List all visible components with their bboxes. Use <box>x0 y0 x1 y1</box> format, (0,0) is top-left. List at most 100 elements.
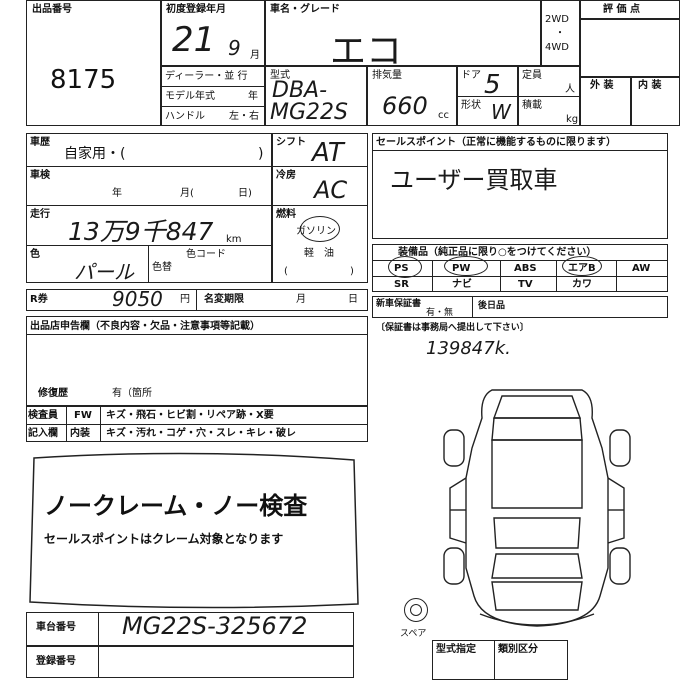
year-unit: 年 <box>248 91 258 102</box>
recycle-value: 9050 <box>112 287 163 311</box>
repair-history-value: 有（箇所 <box>112 388 152 399</box>
reg-year: 21 <box>172 20 216 60</box>
type-designation-split <box>494 640 495 680</box>
chassis-split <box>98 612 99 646</box>
equipment-label: 装備品（純正品に限り○をつけてください） <box>398 247 597 258</box>
chassis-value: MG22S-325672 <box>122 612 308 640</box>
type-designation-label: 型式指定 <box>436 644 476 655</box>
lot-label: 出品番号 <box>32 4 72 15</box>
eval-divider-top <box>580 18 680 20</box>
interior-label: 内 装 <box>638 80 662 91</box>
equip-aw: AW <box>632 263 651 274</box>
info-line-3 <box>26 245 272 246</box>
name-change-label: 名変期限 <box>204 294 244 305</box>
shift-fuel-box <box>272 133 368 283</box>
equip-v-2 <box>500 260 501 292</box>
shift-label: シフト <box>276 137 306 148</box>
warranty-options: 有・無 <box>426 308 454 318</box>
load-label: 積載 <box>522 100 542 111</box>
type-designation-box <box>432 640 568 680</box>
color-change-label: 色替 <box>152 262 172 273</box>
door-value: 5 <box>484 70 501 100</box>
drive-4wd: 4WD <box>545 42 569 53</box>
class-label: 類別区分 <box>498 644 538 655</box>
door-split-h <box>457 96 580 97</box>
aircon-value: AC <box>314 176 348 204</box>
color-value: パール <box>74 260 134 284</box>
chassis-box <box>26 612 354 646</box>
shape-value: W <box>491 100 511 124</box>
history-value: 自家用・( <box>64 146 126 162</box>
door-label: ドア <box>461 70 481 81</box>
displacement-value: 660 <box>382 92 428 120</box>
equipment-box <box>372 244 668 292</box>
shift-value: AT <box>312 138 344 168</box>
color-code-label: 色コード <box>186 249 226 260</box>
mileage-value: 13万9千847 <box>68 217 214 246</box>
info-line-2 <box>26 205 272 206</box>
inspection-day: 日) <box>238 188 252 199</box>
sales-point-label: セールスポイント（正常に機能するものに限ります） <box>376 137 616 148</box>
dealer-label: ディーラー・並 行 <box>165 71 248 82</box>
load-unit: kg <box>566 114 579 125</box>
registration-split <box>98 646 99 678</box>
interior-check-label: 内装 <box>70 428 90 439</box>
equip-pw-circle <box>444 256 488 276</box>
inspection-label: 車検 <box>30 170 50 181</box>
inspector-row-line <box>26 424 368 425</box>
lot-number-box <box>26 0 161 126</box>
eval-divider-v <box>630 76 632 126</box>
fuel-paren-close: ) <box>350 266 354 277</box>
drive-2wd: 2WD <box>545 14 569 25</box>
fuel-diesel: 軽 油 <box>304 248 334 259</box>
vehicle-info-box <box>26 133 272 283</box>
warranty-box <box>372 296 668 318</box>
name-grade-box <box>265 0 580 66</box>
equip-navi: ナビ <box>452 279 472 290</box>
model-value-2: MG22S <box>270 100 348 125</box>
lot-number: 8175 <box>50 65 117 95</box>
displacement-unit: cc <box>438 110 449 121</box>
recycle-unit: 円 <box>180 294 190 305</box>
history-paren-close: ) <box>258 146 264 162</box>
inspector-split-1 <box>66 406 67 442</box>
capacity-label: 定員 <box>522 70 542 81</box>
first-reg-label: 初度登録年月 <box>166 4 226 15</box>
dealer-row-line-1 <box>161 86 265 87</box>
mileage-unit: km <box>226 234 242 245</box>
displacement-label: 排気量 <box>372 70 402 81</box>
warranty-label: 新車保証書 <box>376 299 422 309</box>
recycle-split <box>196 289 197 311</box>
seller-report-label: 出品店申告欄（不良内容・欠品・注意事項等記載） <box>30 321 260 332</box>
no-claim-stamp-shape <box>29 452 359 609</box>
no-claim-title: ノークレーム・ノー検査 <box>44 492 308 520</box>
equip-ps-circle <box>388 256 422 278</box>
interior-check-text: キズ・汚れ・コゲ・穴・スレ・キレ・破レ <box>106 428 296 439</box>
inspection-month: 月( <box>180 188 194 199</box>
capacity-unit: 人 <box>565 84 575 95</box>
name-change-month: 月 <box>296 294 306 305</box>
mileage-label: 走行 <box>30 209 50 220</box>
equip-v-1 <box>432 260 433 292</box>
spare-tire-icon <box>404 598 428 622</box>
spare-tire-inner <box>410 604 422 616</box>
warranty-note: 〔保証書は事務局へ提出して下さい〕 <box>376 323 529 333</box>
model-box <box>265 66 367 126</box>
inspection-year: 年 <box>112 188 122 199</box>
exterior-label: 外 装 <box>590 80 614 91</box>
chassis-label: 車台番号 <box>36 622 76 633</box>
fuel-paren-open: ( <box>284 266 288 277</box>
equip-v-3 <box>556 260 557 292</box>
displacement-box <box>367 66 457 126</box>
inspector-label-1: 検査員 <box>28 410 58 421</box>
sales-point-value: ユーザー買取車 <box>390 166 558 194</box>
equip-airbag-circle <box>562 256 602 276</box>
inspector-split-2 <box>100 406 101 442</box>
reg-month: 9 <box>228 36 241 60</box>
inspector-label-2: 記入欄 <box>28 428 58 439</box>
history-label: 車歴 <box>30 137 50 148</box>
repair-history-label: 修復歴 <box>38 388 68 399</box>
handle-label: ハンドル <box>165 111 205 122</box>
first-registration-box <box>161 0 265 66</box>
dealer-row-line-2 <box>161 106 265 107</box>
